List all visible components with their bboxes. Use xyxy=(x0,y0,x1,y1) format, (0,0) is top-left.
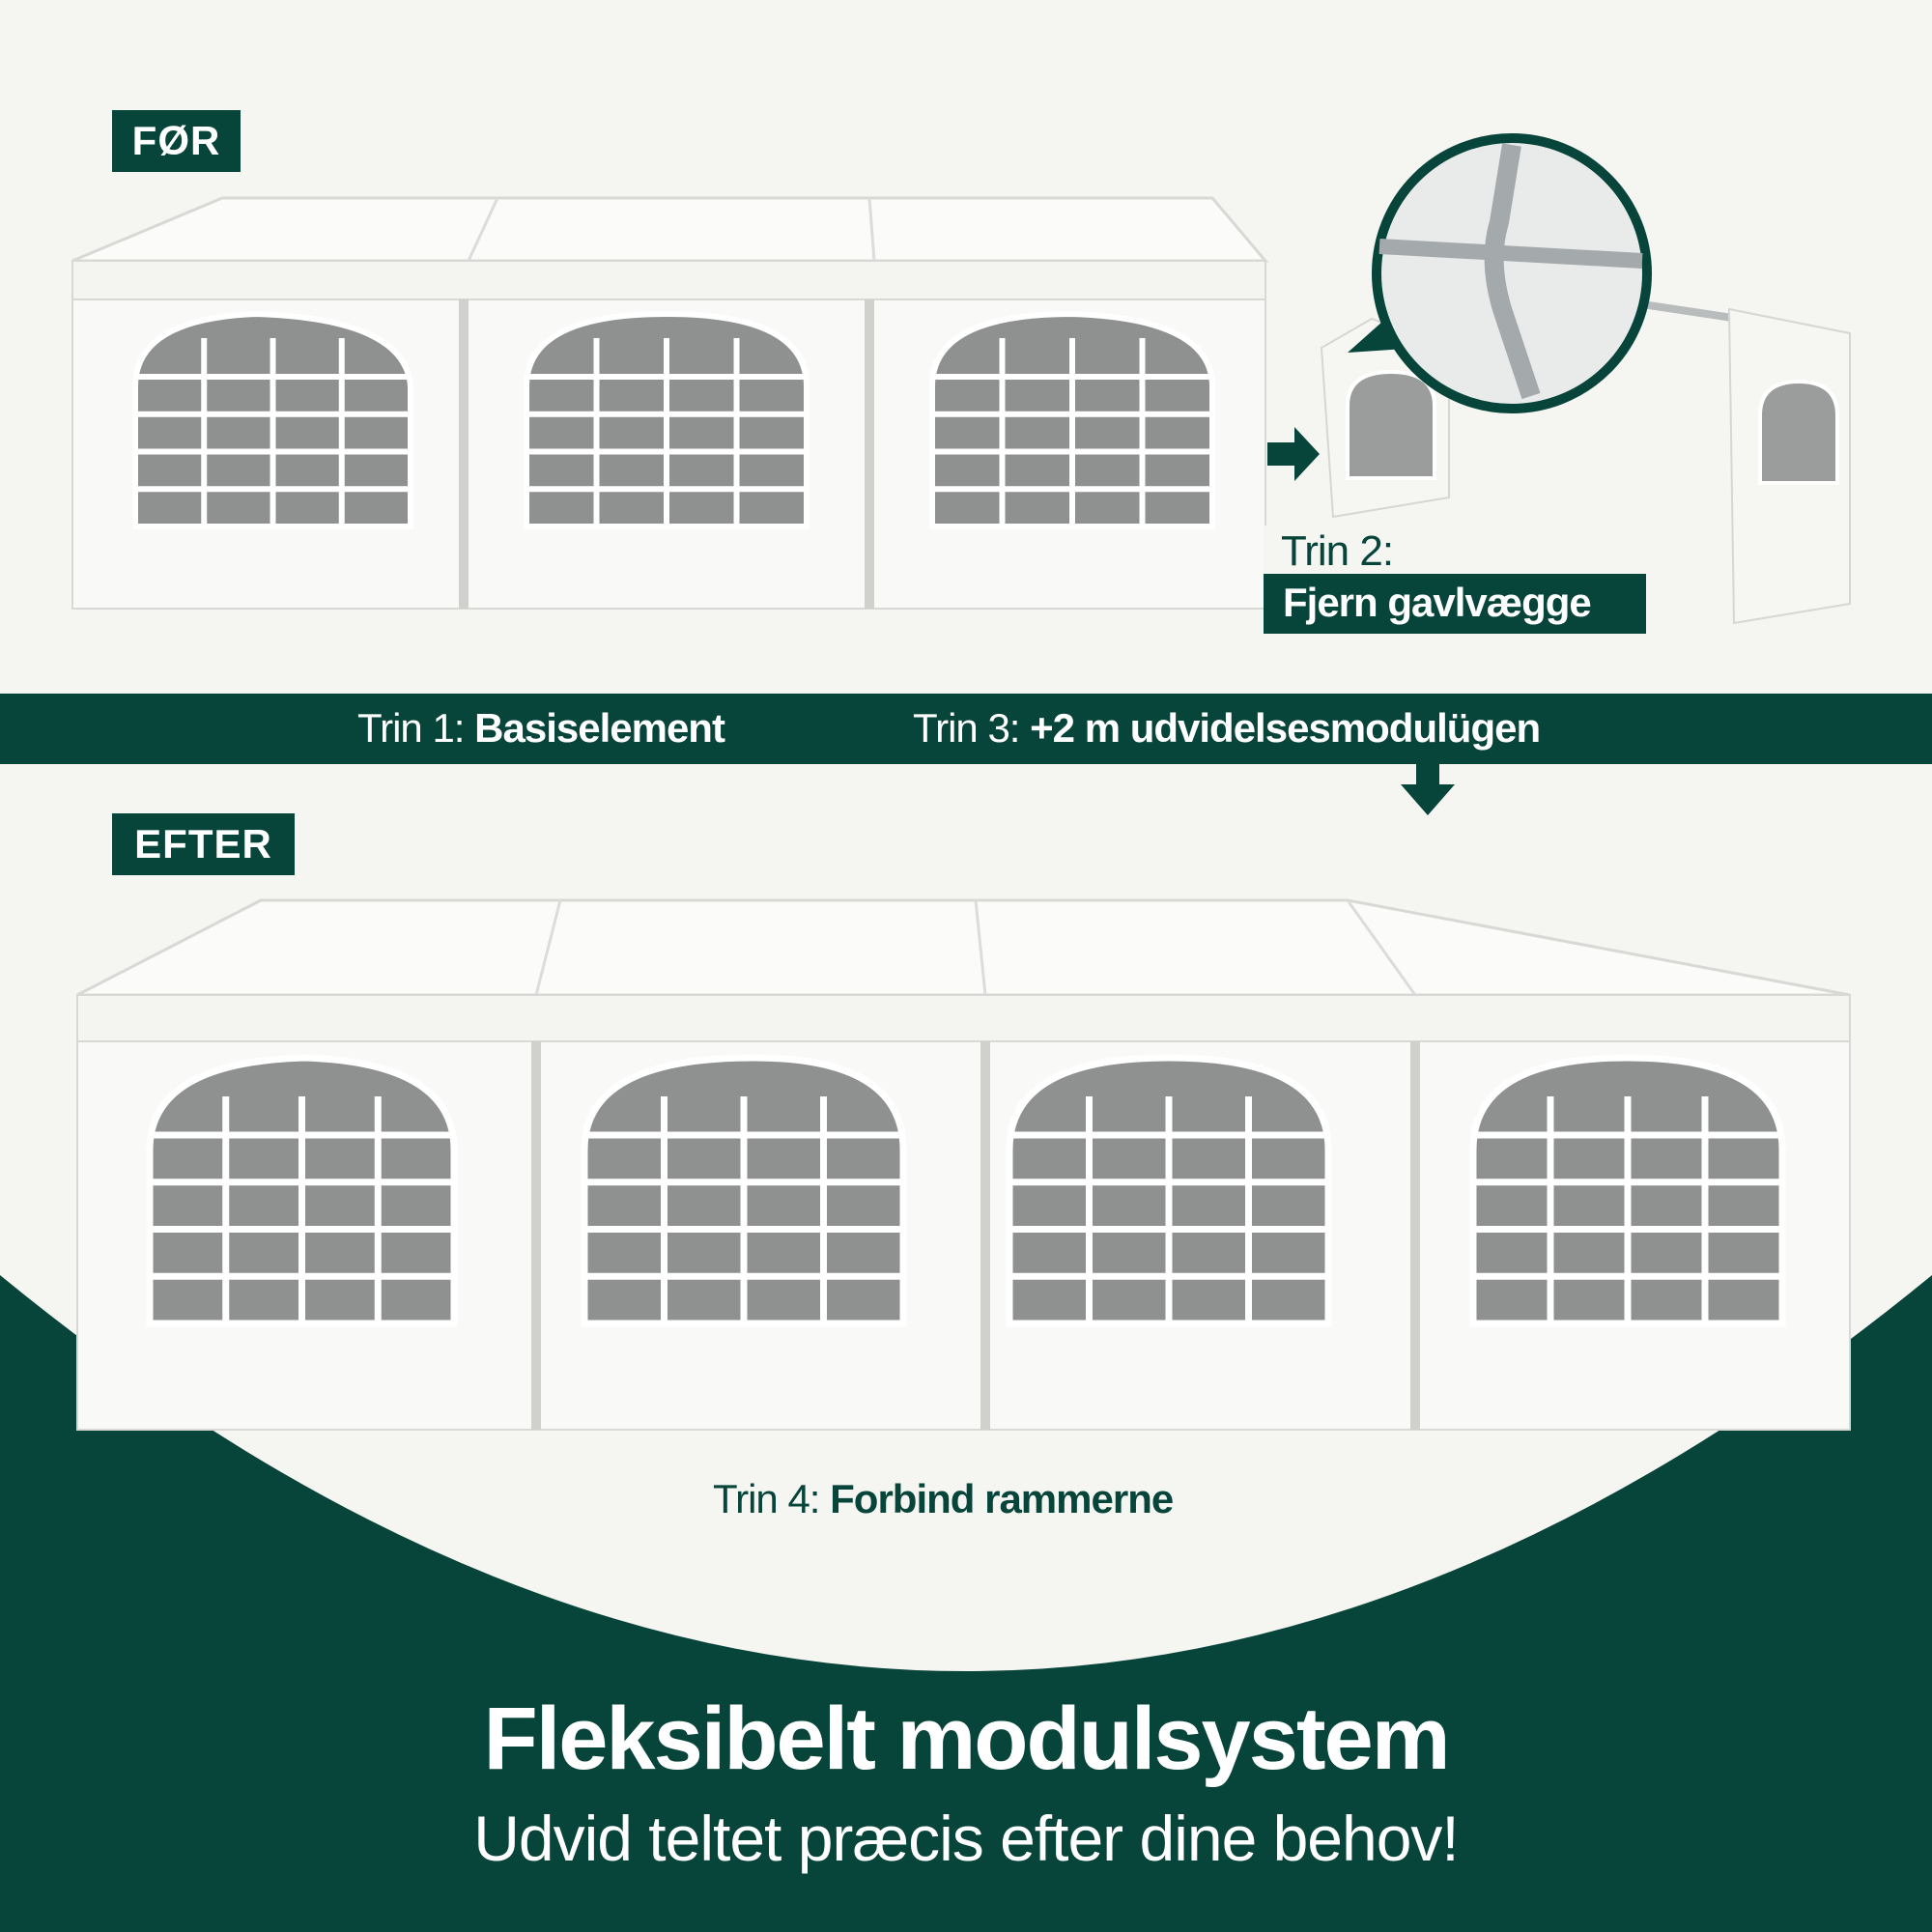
steps-band xyxy=(0,694,1932,764)
step4-prefix: Trin 4: xyxy=(713,1476,820,1521)
step4-label: Trin 4: Forbind rammerne xyxy=(713,1476,1174,1522)
step2-label-prefix-box xyxy=(1264,526,1414,574)
step2-title: Fjern gavlvægge xyxy=(1283,580,1592,625)
subheadline: Udvid teltet præcis efter dine behov! xyxy=(473,1803,1460,1874)
headline: Fleksibelt modulsystem xyxy=(483,1690,1451,1788)
step1-prefix: Trin 1: xyxy=(357,705,465,751)
step1-title: Basiselement xyxy=(474,705,725,751)
arrow-down-icon xyxy=(1401,763,1455,815)
before-tag: FØR xyxy=(112,110,241,172)
step2-prefix: Trin 2: xyxy=(1281,527,1394,575)
step4-title: Forbind rammerne xyxy=(830,1476,1174,1521)
step3-title: +2 m udvidelsesmodulügen xyxy=(1030,705,1541,751)
step1-label: Trin 1: Basiselement xyxy=(357,705,725,752)
after-tag: EFTER xyxy=(112,813,295,875)
step3-prefix: Trin 3: xyxy=(913,705,1020,751)
step3-label: Trin 3: +2 m udvidelsesmodulügen xyxy=(913,705,1541,752)
step2-title-box xyxy=(1264,574,1646,634)
arrow-right-icon xyxy=(1267,427,1320,481)
